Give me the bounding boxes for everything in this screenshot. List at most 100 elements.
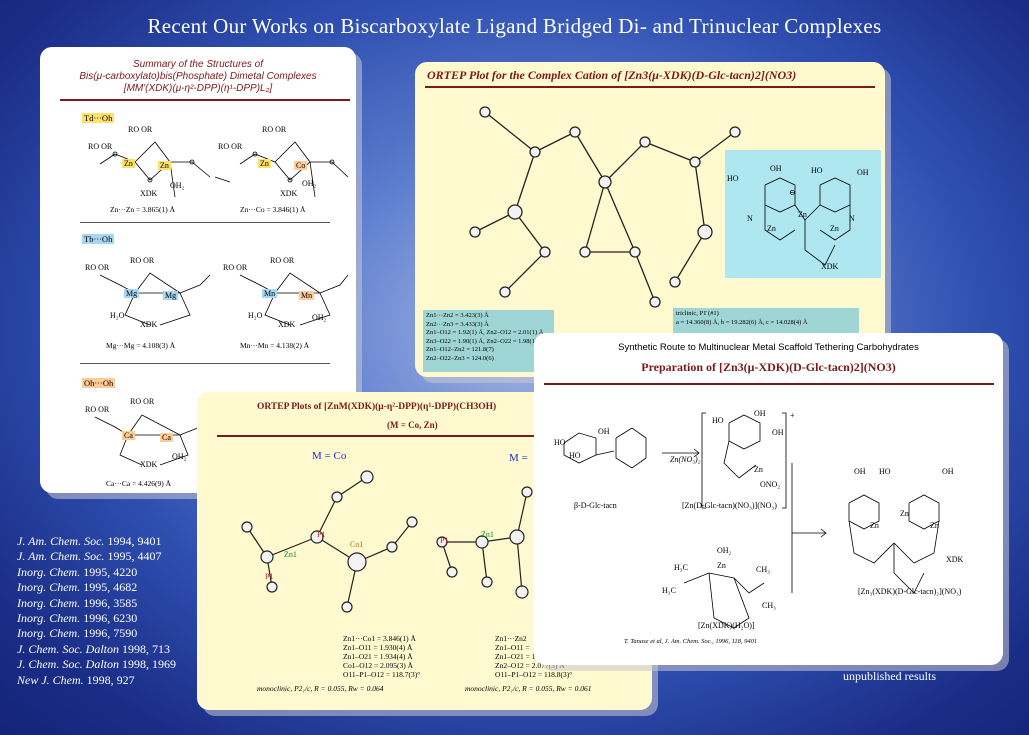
ro-or-label: RO OR [88,142,113,151]
reference-item: Inorg. Chem. 1996, 6230 [17,611,176,626]
ortep-trinuclear-panel: ORTEP Plot for the Complex Cation of [Zn… [415,62,885,377]
metal-label: Ca [160,433,173,442]
ortep-molecule-image [241,470,418,613]
atom-label: OH [772,428,784,437]
bond-data-left: Zn1···Co1 = 3.846(1) Å Zn1–O11 = 1.930(4… [343,634,420,679]
distance-line: Zn1–O11 = [495,643,530,652]
reference-item: J. Chem. Soc. Dalton 1998, 713 [17,642,176,657]
distance-line: Zn3–O22 = 1.90(1) Å, Zn2–O22 = 1.98(1) Å [426,337,544,345]
atom-label: HO [712,416,724,425]
compound-label: β-D-Glc-tacn [574,501,617,510]
water-label: H₂O [110,311,125,320]
reference-page: , 7590 [107,626,138,641]
reference-journal: J. Chem. Soc. Dalton [17,641,122,656]
atom-label: HO [554,438,566,447]
geometry-tag: Tb···Oh [82,234,115,244]
distance-line: O11–P1–O12 = 118.8(3)° [495,670,573,679]
title-rule [60,99,350,101]
atom-label: Zn [870,521,879,530]
panel-title: Preparation of [Zn3(μ-XDK)(D-Glc-tacn)2]… [641,360,896,374]
reference-journal: Inorg. Chem. [17,611,84,626]
reference-year: 1996 [83,611,108,626]
reference-year: 1995 [107,549,132,564]
distance-caption: Mn···Mn = 4.138(2) Å [240,341,310,350]
trinuclear-structure-inset: OH HO OH HO ⊖ Zn Zn Zn N N XDK [725,150,881,278]
atom-label: OH [854,467,866,476]
ro-or-label: RO OR [130,397,155,406]
water-label: OH₂ [170,181,185,190]
distance-line: Co1–O12 = 2.095(3) Å [343,661,414,670]
xdk-label: XDK [946,555,964,564]
panel-title: ORTEP Plot for the Complex Cation of [Zn… [427,68,797,82]
atom-label: Co1 [350,540,364,549]
ro-or-label: RO OR [85,405,110,414]
bond-data-right: Zn1···Zn2 Zn1–O11 = Zn1–O21 = 1 Zn2–O12 … [495,634,572,679]
metal-series-label: M = [509,452,528,464]
reference-year: 1994 [107,534,132,548]
ortep-molecule-image [436,486,533,599]
panel-title: Summary of the Structures of Bis(μ-carbo… [40,59,356,95]
reference-year: 1995 [83,580,108,595]
xdk-label: XDK [140,460,158,469]
reference-year: 1998 [121,641,146,656]
atom-label: Zn [798,210,807,219]
ro-or-label: RO OR [218,142,243,151]
reaction-scheme [563,412,940,629]
ro-or-label: RO OR [130,256,155,265]
title-rule [217,435,542,437]
water-label: OH₂ [312,313,327,322]
geometry-tag: Td···Oh [82,113,115,123]
atom-label: OH [770,164,782,173]
reference-journal: Inorg. Chem. [17,626,84,641]
distance-caption: Mg···Mg = 4.108(3) Å [106,341,176,350]
distance-caption: Ca···Ca = 4.426(9) Å [106,479,172,488]
atom-label: Zn [717,561,726,570]
distance-line: Zn2–O22–Zn3 = 124.0(6) [426,354,494,362]
reference-year: 1998 [121,657,146,672]
metal-label: Ca [122,431,135,440]
charge-symbol: ⊖ [789,188,796,197]
compound-label: [Zn(D-Glc-tacn)(NO₃)](NO₃) [682,501,777,510]
reference-year: 1996 [83,595,108,610]
reagent-label: Zn(NO₃)₂ [670,455,701,464]
dimer-structure-diagram [99,141,349,198]
atom-label: HO [879,467,891,476]
atom-label: OH₂ [717,546,732,555]
xdk-label: XDK [278,320,296,329]
reference-item: J. Chem. Soc. Dalton 1998, 1969 [17,657,176,672]
ro-or-label: RO OR [223,263,248,272]
reference-item: Inorg. Chem. 1996, 3585 [17,596,176,611]
atom-label: HO [727,174,739,183]
dimer-structure-diagram [94,414,201,466]
compound-label: [Zn(XDK)(H₂O)] [698,621,755,630]
water-label: OH₂ [172,452,187,461]
reference-page: , 1969 [145,657,176,672]
panel-title-line-3: [MM'(XDK)(μ-η²-DPP)(η¹-DPP)L₂] [123,83,273,94]
reference-item: New J. Chem. 1998, 927 [17,673,176,688]
ortep-molecule-image [469,106,741,308]
panel-title-line-2: Bis(μ-carboxylato)bis(Phosphate) Dimetal… [79,71,317,82]
reference-journal: J. Chem. Soc. Dalton [17,657,122,672]
atom-label: OH [857,168,869,177]
reference-item: Inorg. Chem. 1995, 4682 [17,580,176,595]
distance-line: Zn1–O12 = 1.92(1) Å, Zn2–O12 = 2.01(1) Å [426,329,544,336]
reference-journal: J. Am. Chem. Soc. [17,549,108,564]
ro-or-label: RO OR [85,263,110,272]
atom-label: ONO₂ [760,480,781,489]
panel-subtitle: (M = Co, Zn) [387,420,438,430]
atom-label: P1 [265,572,274,581]
title-rule [425,86,875,88]
reference-journal: J. Am. Chem. Soc. [17,534,108,548]
distance-line: Zn1–O12–Zn2 = 121.8(7) [426,346,494,353]
title-rule [544,383,994,385]
reference-journal: New J. Chem. [17,672,87,687]
atom-label: Zn [900,509,909,518]
distance-caption: Zn···Co = 3.846(1) Å [240,205,306,214]
panel-header: Synthetic Route to Multinuclear Metal Sc… [618,342,919,353]
xdk-label: XDK [280,189,298,198]
atom-label: Zn1 [284,550,297,559]
dimer-structure-diagram [99,272,349,326]
atom-label: N [747,214,753,223]
reference-page: , 713 [145,641,170,656]
